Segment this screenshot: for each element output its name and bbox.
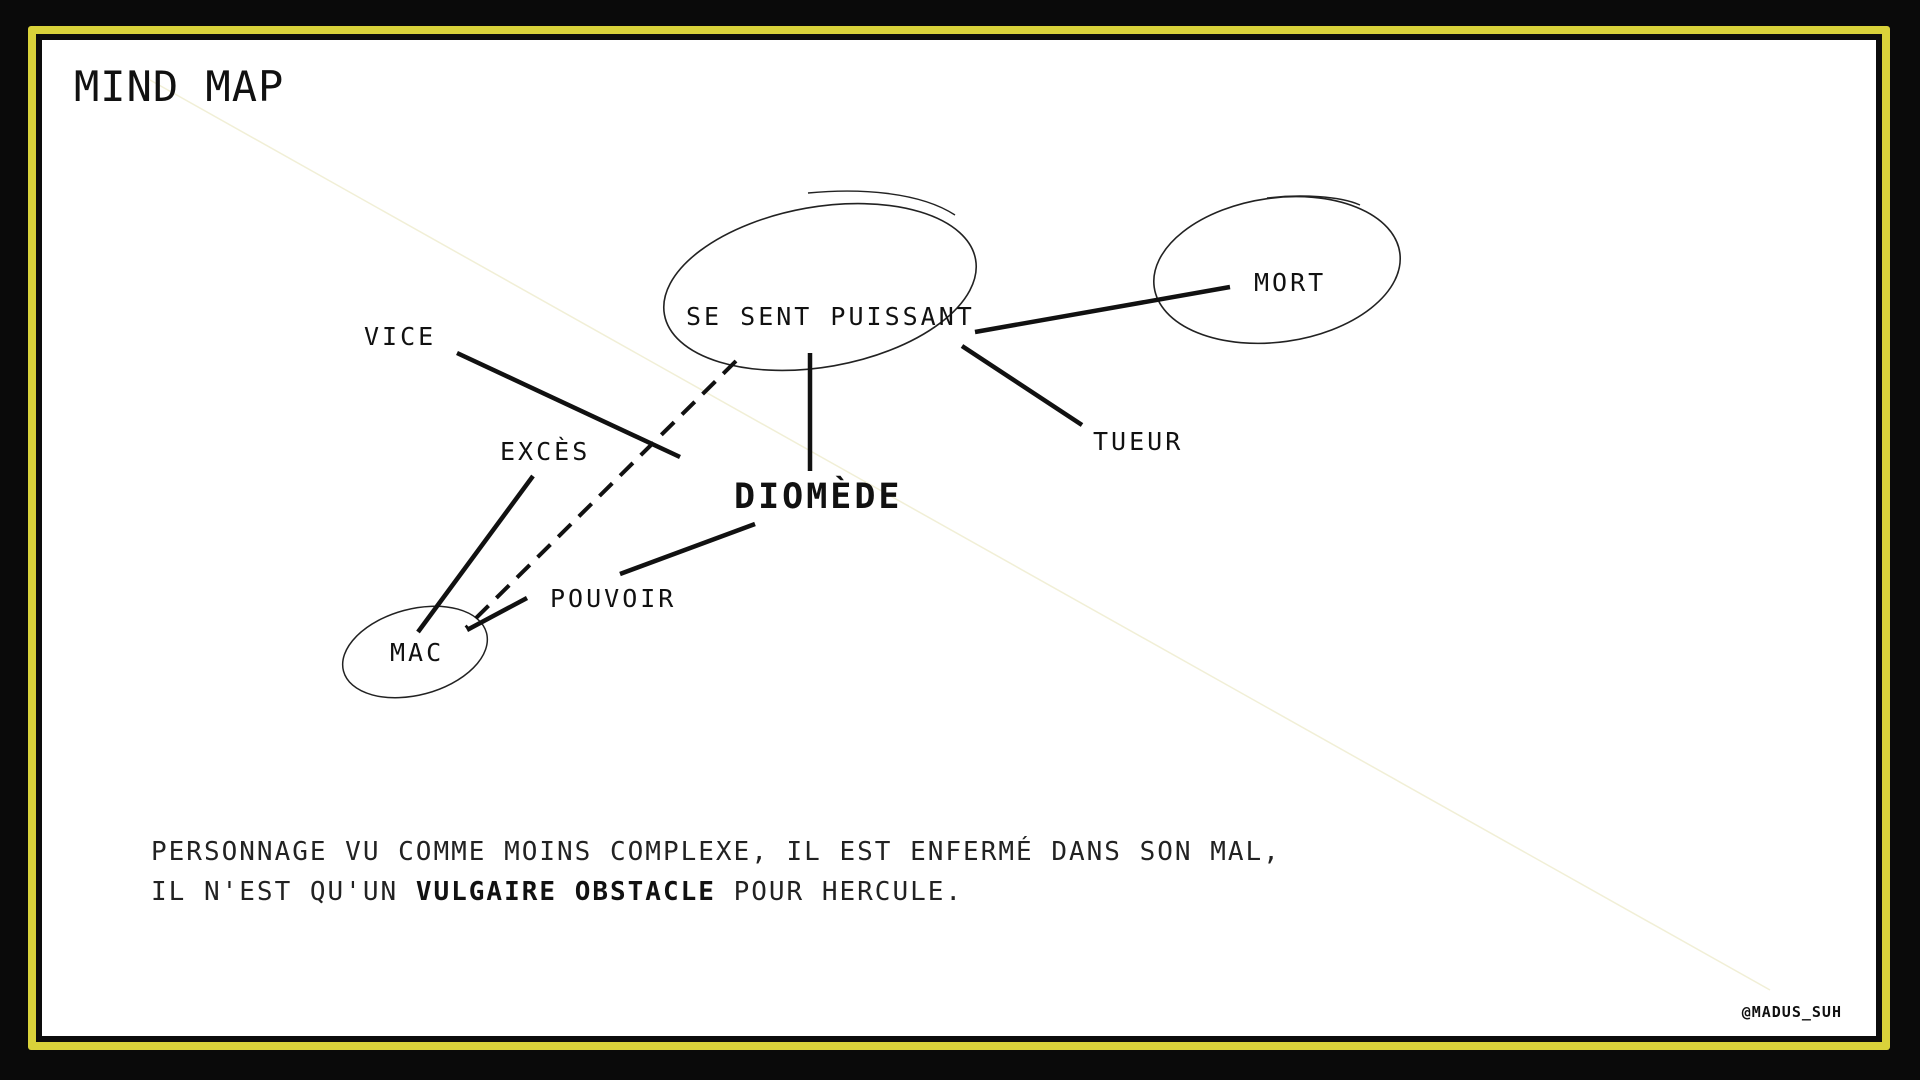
node-pouvoir: POUVOIR: [550, 584, 676, 613]
ellipse-se-sent-puissant: [662, 202, 978, 372]
ellipse-se-sent-puissant-overstroke: [807, 190, 956, 216]
ellipse-mort-overstroke: [1266, 195, 1361, 206]
caption-line-1: PERSONNAGE VU COMME MOINS COMPLEXE, IL E…: [151, 837, 1281, 867]
node-tueur: TUEUR: [1093, 427, 1183, 456]
caption-line-2-start: IL N'EST QU'UN: [151, 877, 416, 907]
faint-diagonal: [149, 79, 1771, 991]
link-exces-to-mac: [416, 474, 535, 634]
ellipse-mac: [341, 605, 489, 699]
link-center-to-pouvoir: [619, 521, 756, 577]
caption-text: PERSONNAGE VU COMME MOINS COMPLEXE, IL E…: [151, 832, 1281, 912]
slide-canvas: [42, 40, 1876, 1036]
link-vice: [456, 350, 681, 460]
node-se-sent-puissant: SE SENT PUISSANT: [686, 302, 975, 331]
node-mac: MAC: [390, 638, 444, 667]
node-exces: EXCÈS: [500, 437, 590, 466]
node-center-diomede: DIOMÈDE: [734, 475, 903, 517]
page-title: MIND MAP: [74, 62, 285, 111]
link-dashed-puissant-to-mac: [464, 359, 738, 630]
node-mort: MORT: [1254, 268, 1326, 297]
link-puissant-to-tueur: [960, 344, 1084, 427]
node-vice: VICE: [364, 322, 436, 351]
caption-line-2-end: POUR HERCULE.: [715, 877, 964, 907]
caption-line-2-bold: VULGAIRE OBSTACLE: [415, 877, 716, 907]
link-puissant-to-mort: [974, 284, 1231, 335]
ellipse-mort: [1152, 195, 1402, 345]
author-signature: @MADUS_SUH: [1741, 1003, 1842, 1021]
link-pouvoir-to-mac: [465, 596, 529, 632]
